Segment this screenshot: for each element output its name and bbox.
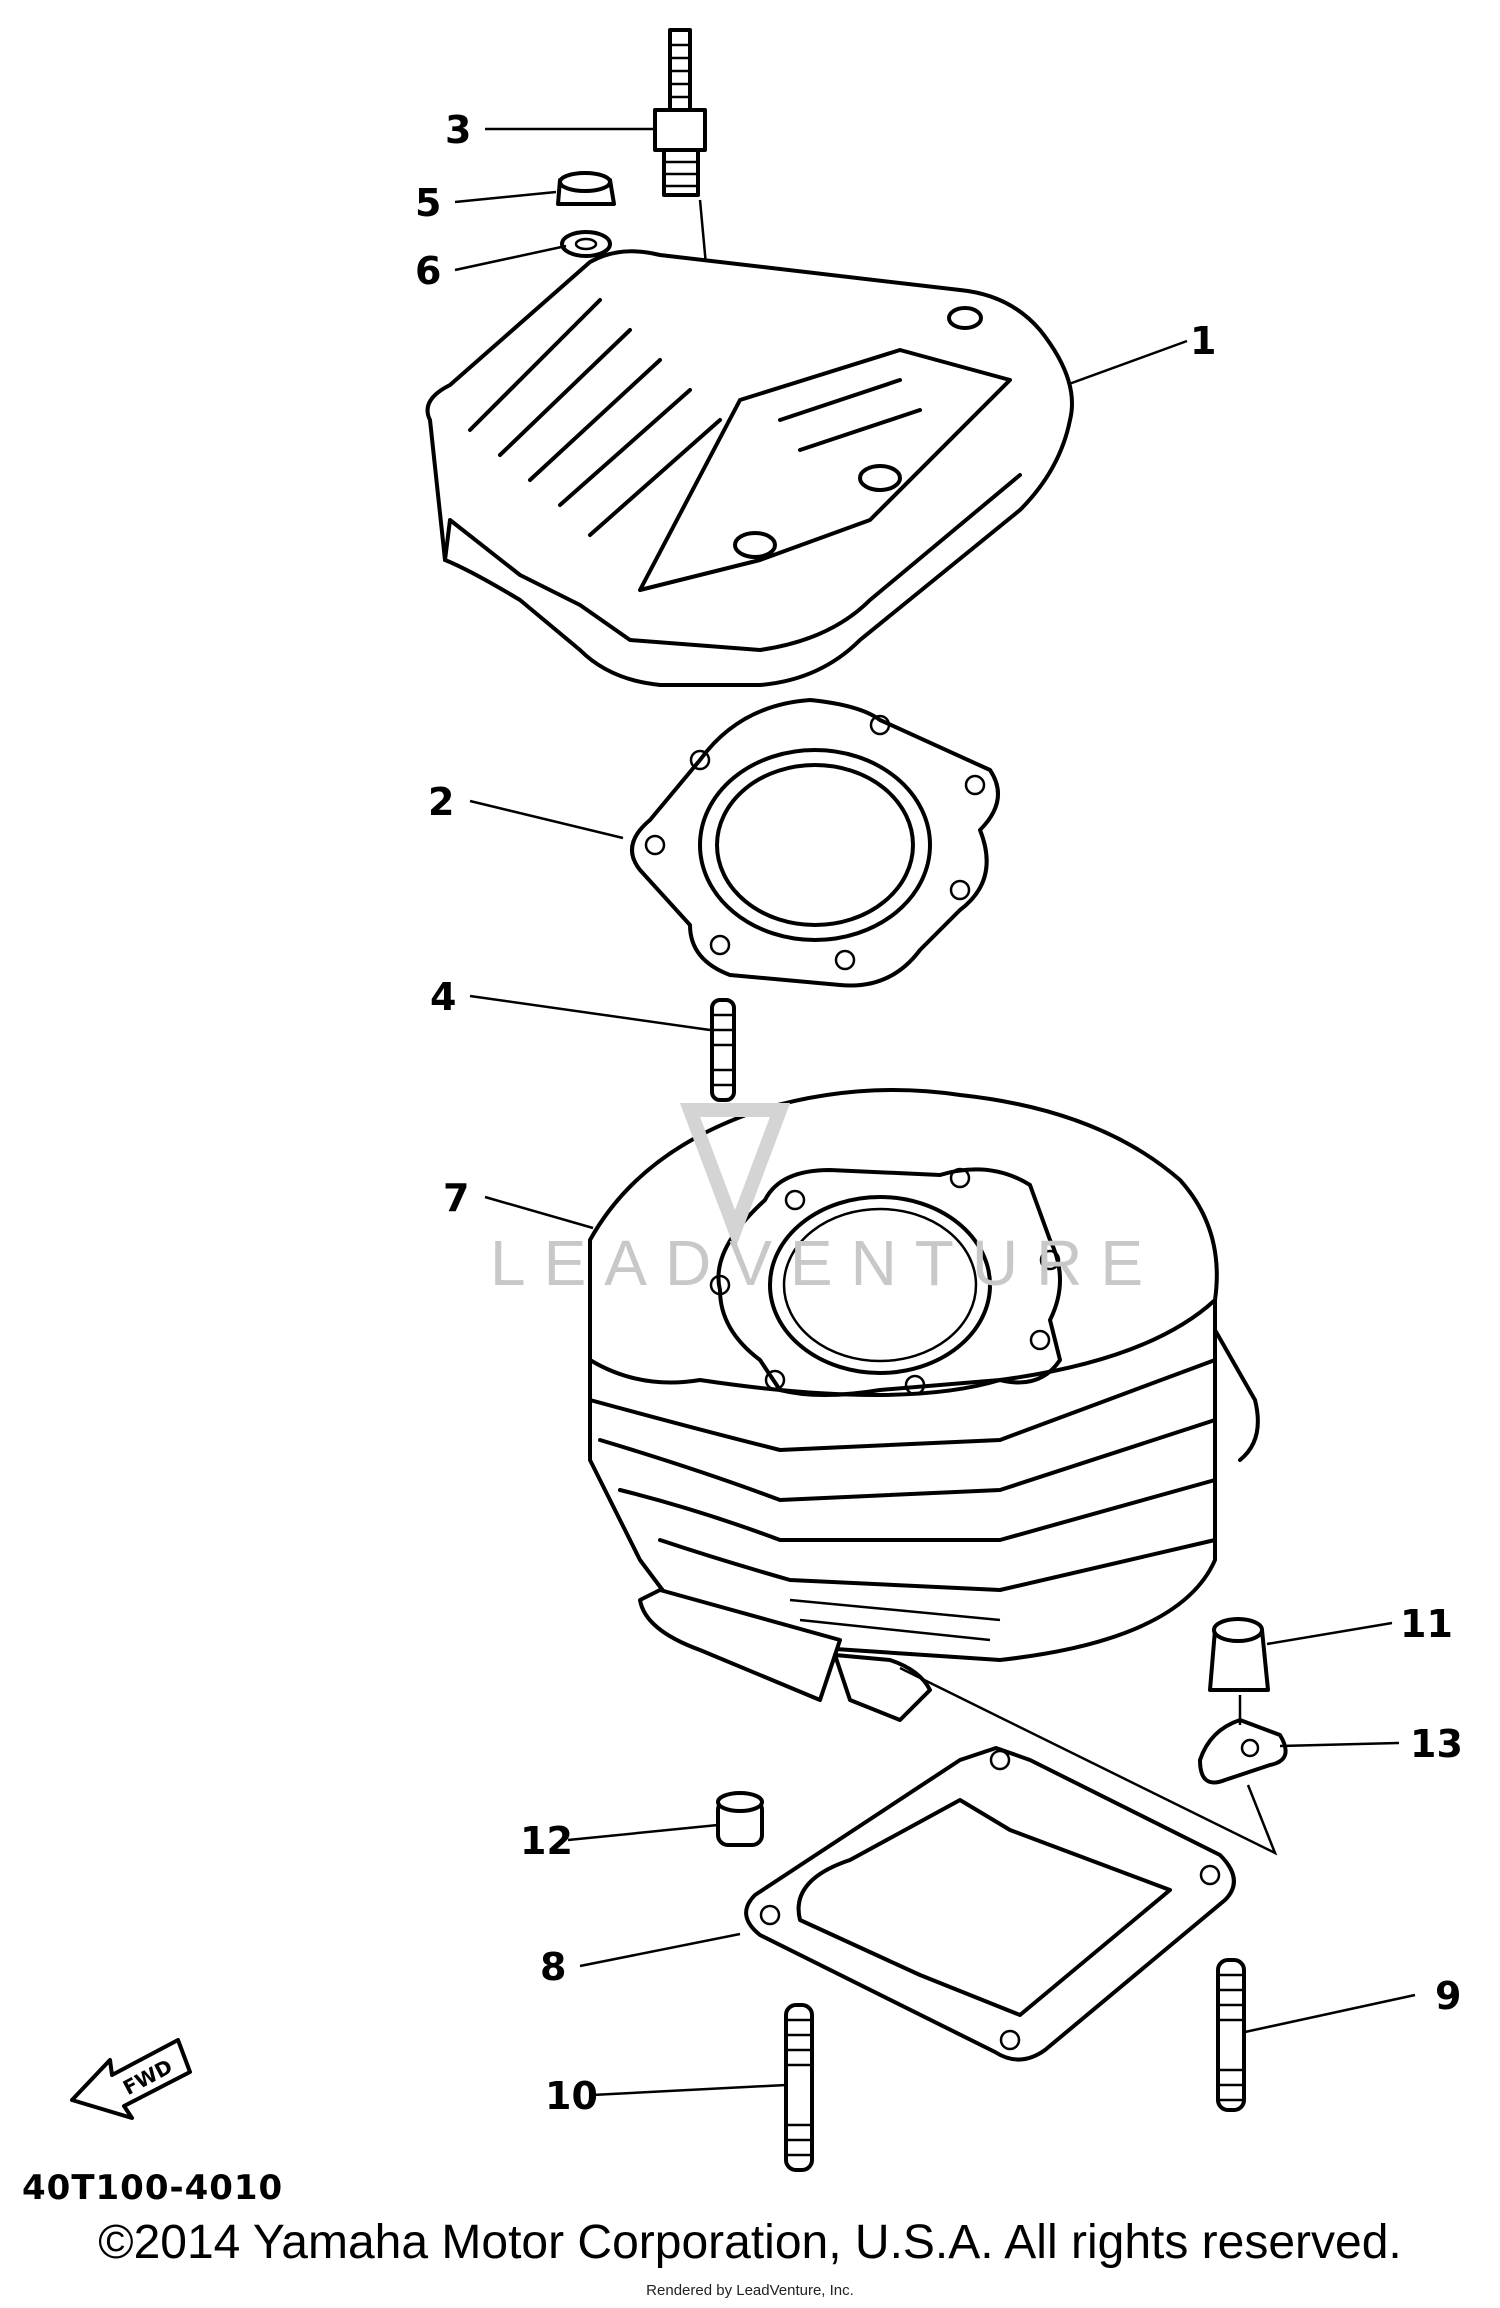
callout-7: 7 <box>443 1176 469 1220</box>
stud-bolt-right <box>1216 1958 1246 2112</box>
cylinder-head <box>425 249 1074 687</box>
diagram-part-number: 40T100-4010 <box>22 2168 284 2208</box>
callout-13: 13 <box>1410 1722 1463 1766</box>
callout-11: 11 <box>1400 1602 1453 1646</box>
callout-9: 9 <box>1435 1974 1461 2018</box>
washer <box>560 230 612 258</box>
callout-labels: 1 2 3 4 5 6 7 8 9 10 11 12 13 <box>415 108 1463 2118</box>
callout-5: 5 <box>415 181 441 225</box>
watermark: LEADVENTURE <box>490 1103 1161 1299</box>
callout-8: 8 <box>540 1945 566 1989</box>
callout-6: 6 <box>415 249 441 293</box>
cylinder <box>588 1088 1260 1722</box>
rendered-by-credit: Rendered by LeadVenture, Inc. <box>646 2282 854 2299</box>
callout-10: 10 <box>545 2074 598 2118</box>
dowel-pin <box>716 1791 764 1847</box>
head-gasket <box>630 698 1000 988</box>
forward-arrow-icon: FWD <box>70 2038 192 2120</box>
copyright-notice: ©2014 Yamaha Motor Corporation, U.S.A. A… <box>98 2216 1402 2269</box>
stud-bolt <box>710 998 736 1102</box>
base-gasket <box>744 1746 1236 2062</box>
spark-plug <box>653 28 707 197</box>
callout-12: 12 <box>520 1819 573 1863</box>
plate <box>1198 1718 1288 1785</box>
flange-nut <box>1208 1617 1270 1692</box>
callout-2: 2 <box>428 780 454 824</box>
callout-3: 3 <box>445 108 471 152</box>
callout-4: 4 <box>430 975 456 1019</box>
nut <box>556 171 616 206</box>
leader-lines <box>454 127 1416 2097</box>
callout-1: 1 <box>1190 319 1216 363</box>
watermark-text: LEADVENTURE <box>490 1227 1161 1299</box>
stud-bolt-left <box>784 2003 814 2172</box>
